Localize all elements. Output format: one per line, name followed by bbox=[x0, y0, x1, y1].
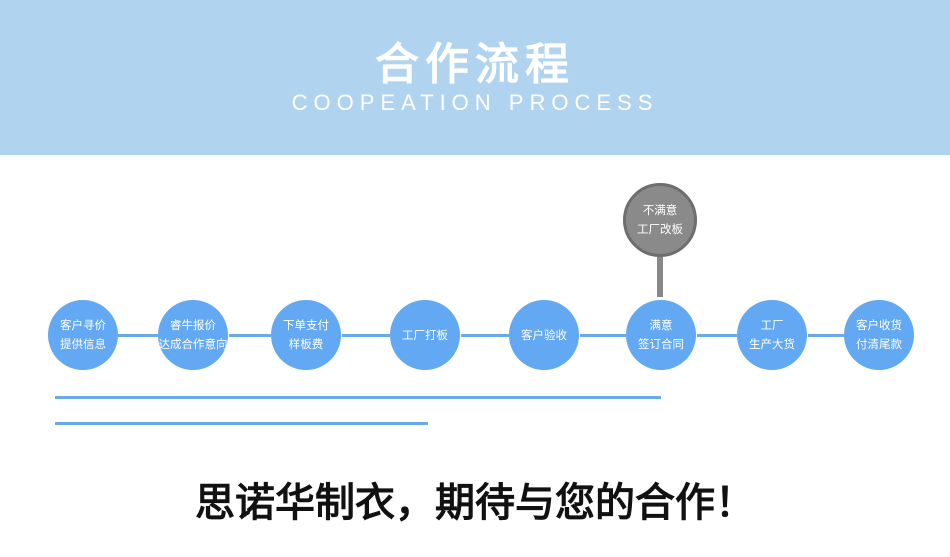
step-5-acceptance: 客户验收 bbox=[509, 300, 579, 370]
header-banner: 合作流程 COOPEATION PROCESS bbox=[0, 0, 950, 155]
page-title: 合作流程 bbox=[375, 39, 575, 90]
step-8-delivery: 客户收货 付清尾款 bbox=[844, 300, 914, 370]
step-3-line1: 下单支付 bbox=[283, 318, 329, 332]
step-3-payment: 下单支付 样板费 bbox=[271, 300, 341, 370]
branch-connector bbox=[657, 257, 663, 297]
connector-4 bbox=[461, 334, 509, 337]
step-3-line2: 样板费 bbox=[288, 337, 324, 351]
connector-6 bbox=[697, 334, 737, 337]
step-5-line1: 客户验收 bbox=[521, 327, 567, 342]
connector-3 bbox=[342, 334, 390, 337]
step-2-line1: 睿牛报价 bbox=[170, 318, 216, 332]
connector-7 bbox=[808, 334, 844, 337]
connector-2 bbox=[229, 334, 271, 337]
branch-node-line1: 不满意 bbox=[642, 203, 678, 217]
divider-short bbox=[55, 422, 428, 425]
step-7-line2: 生产大货 bbox=[749, 337, 795, 351]
step-4-line1: 工厂打板 bbox=[402, 327, 448, 342]
branch-node-line2: 工厂改板 bbox=[637, 222, 683, 236]
step-7-production: 工厂 生产大货 bbox=[737, 300, 807, 370]
step-2-line2: 达成合作意向 bbox=[158, 337, 228, 351]
branch-node-revise: 不满意 工厂改板 bbox=[623, 183, 697, 257]
slogan: 思诺华制衣，期待与您的合作！ bbox=[195, 479, 755, 526]
step-1-inquiry: 客户寻价 提供信息 bbox=[48, 300, 118, 370]
page-subtitle: COOPEATION PROCESS bbox=[291, 90, 659, 115]
connector-5 bbox=[580, 334, 626, 337]
divider-long bbox=[55, 396, 661, 399]
step-6-line1: 满意 bbox=[649, 318, 673, 332]
step-8-line1: 客户收货 bbox=[856, 318, 902, 332]
step-2-quote: 睿牛报价 达成合作意向 bbox=[158, 300, 228, 370]
connector-1 bbox=[118, 334, 158, 337]
step-6-line2: 签订合同 bbox=[638, 337, 684, 351]
step-6-contract: 满意 签订合同 bbox=[626, 300, 696, 370]
step-8-line2: 付清尾款 bbox=[856, 337, 902, 351]
step-1-line2: 提供信息 bbox=[60, 337, 106, 351]
step-7-line1: 工厂 bbox=[760, 318, 784, 332]
step-1-line1: 客户寻价 bbox=[60, 318, 106, 332]
step-4-sample: 工厂打板 bbox=[390, 300, 460, 370]
